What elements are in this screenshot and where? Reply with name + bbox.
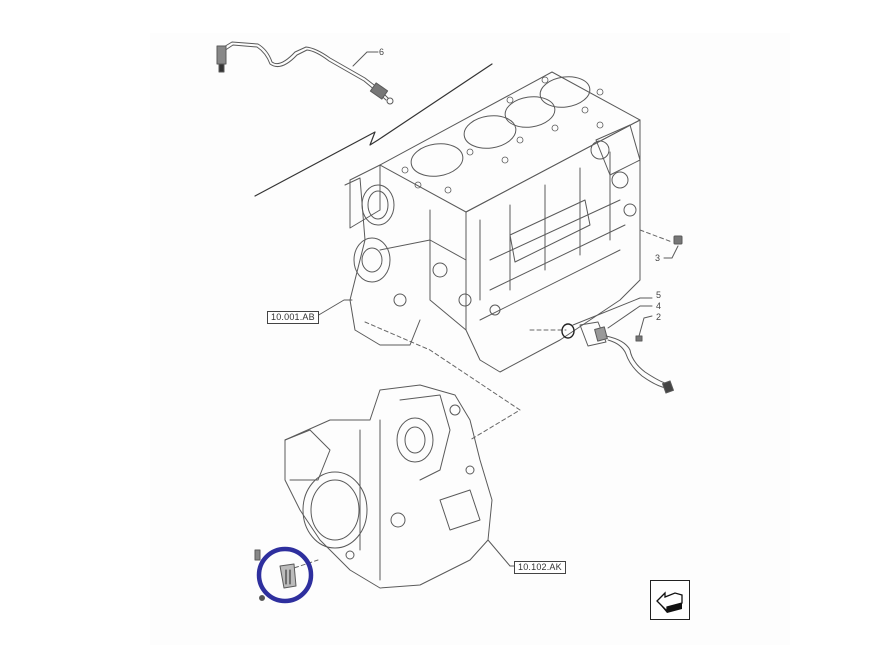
plug-part-3: [663, 235, 683, 259]
reference-label-cover[interactable]: 10.102.AK: [514, 561, 566, 574]
cylinder-block: [344, 71, 641, 373]
timing-cover: [284, 384, 515, 589]
crank-sensor: [279, 563, 297, 589]
small-bolt: [254, 549, 265, 601]
reference-label-block[interactable]: 10.001.AB: [267, 311, 319, 324]
callout-5: 5: [656, 290, 662, 300]
navigate-back-arrow-icon[interactable]: [650, 580, 690, 620]
callout-2: 2: [656, 312, 662, 322]
sensor-cable-part-6: [216, 41, 394, 105]
highlight-ring: [256, 546, 314, 604]
sensor-assembly-parts-2-4-5: [561, 297, 674, 394]
back-arrow-icon: [656, 591, 683, 613]
callout-3: 3: [655, 253, 661, 263]
callout-4: 4: [656, 301, 662, 311]
callout-6: 6: [379, 47, 385, 57]
